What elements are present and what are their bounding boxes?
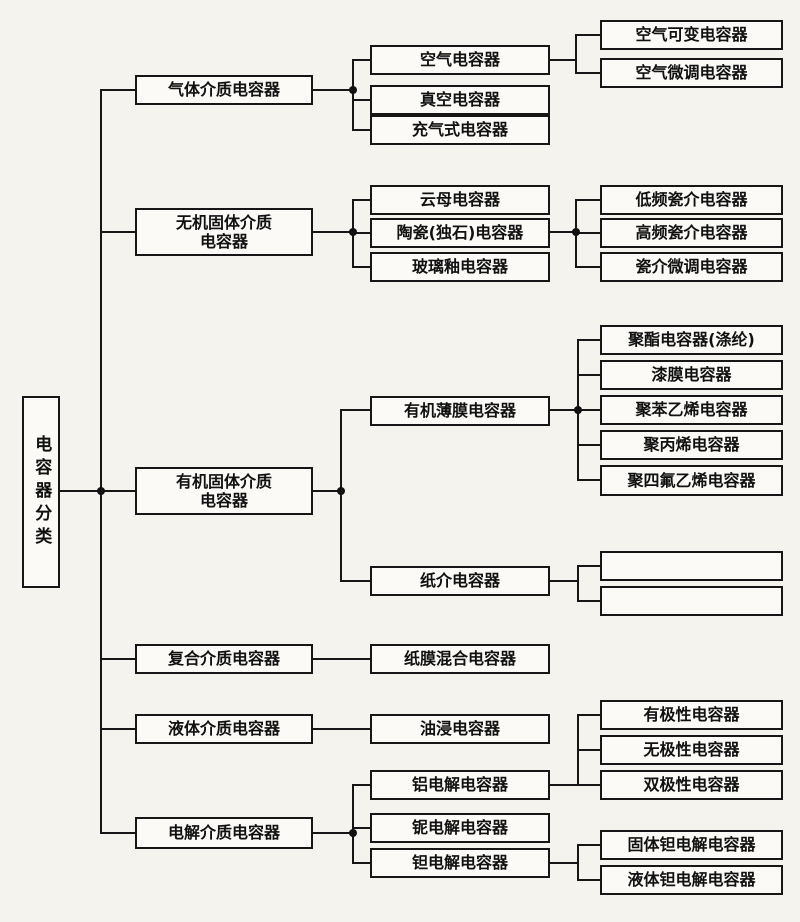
node-niobium-electrolytic-capacitor: 铌电解电容器 xyxy=(370,813,550,843)
node-air-variable-capacitor: 空气可变电容器 xyxy=(600,20,783,50)
node-air-capacitor: 空气电容器 xyxy=(370,45,550,75)
node-electrolytic-dielectric: 电解介质电容器 xyxy=(135,817,313,849)
node-organic-film-capacitor: 有机薄膜电容器 xyxy=(370,396,550,426)
node-ceramic-monolithic-capacitor: 陶瓷(独石)电容器 xyxy=(370,218,550,248)
connector-to-lacquer-film xyxy=(577,374,600,376)
connector-to-air-variable xyxy=(575,34,600,36)
connector-to-air xyxy=(352,59,370,61)
connector-to-solid-tantalum xyxy=(577,844,600,846)
connector-to-mica xyxy=(352,199,370,201)
node-lacquer-film-capacitor: 漆膜电容器 xyxy=(600,360,783,390)
connector-to-ceramic xyxy=(352,232,370,234)
connector-to-polar xyxy=(577,714,600,716)
connector-air-trunk xyxy=(575,34,577,74)
connector-to-electrolytic xyxy=(100,832,135,834)
node-polyester-capacitor: 聚酯电容器(涤纶) xyxy=(600,325,783,355)
connector-to-ceramic-trimmer xyxy=(575,266,600,268)
node-tantalum-electrolytic-capacitor: 钽电解电容器 xyxy=(370,848,550,878)
connector-ceramic-stub xyxy=(550,231,575,233)
connector-to-liquid-impregnated xyxy=(577,600,600,602)
connector-organic-stub xyxy=(313,490,340,492)
node-vacuum-capacitor: 真空电容器 xyxy=(370,85,550,115)
junction-dot-ceramic-l4 xyxy=(572,228,580,236)
junction-dot-root xyxy=(97,487,105,495)
connector-to-glass-glaze xyxy=(352,266,370,268)
node-inorganic-solid-dielectric: 无机固体介质 电容器 xyxy=(135,208,313,256)
junction-dot-inorganic xyxy=(349,228,357,236)
node-gas-filled-capacitor: 充气式电容器 xyxy=(370,115,550,145)
node-polypropylene-capacitor: 聚丙烯电容器 xyxy=(600,430,783,460)
connector-tantalum-stub xyxy=(550,862,577,864)
node-aluminum-electrolytic-capacitor: 铝电解电容器 xyxy=(370,770,550,800)
junction-dot-organic xyxy=(337,487,345,495)
connector-to-ptfe xyxy=(577,479,600,481)
connector-to-high-freq xyxy=(575,232,600,234)
connector-to-liquid-tantalum xyxy=(577,879,600,881)
connector-to-gas xyxy=(100,89,135,91)
node-oil-immersed-capacitor: 油浸电容器 xyxy=(370,714,550,744)
connector-to-oil-immersed xyxy=(313,728,370,730)
connector-to-low-freq xyxy=(575,199,600,201)
connector-root-trunk xyxy=(100,89,102,834)
node-low-freq-ceramic-capacitor: 低频瓷介电容器 xyxy=(600,185,783,215)
node-ptfe-capacitor: 聚四氟乙烯电容器 xyxy=(600,465,783,496)
connector-organic-trunk xyxy=(340,410,342,582)
connector-to-solid-impregnated xyxy=(577,565,600,567)
connector-to-inorganic xyxy=(100,231,135,233)
node-paper-film-mix-capacitor: 纸膜混合电容器 xyxy=(370,644,550,674)
node-gas-dielectric: 气体介质电容器 xyxy=(135,75,313,105)
connector-paper-stub xyxy=(550,580,577,582)
connector-to-polyester xyxy=(577,339,600,341)
connector-to-polystyrene xyxy=(577,409,600,411)
connector-to-organic-film xyxy=(340,409,370,411)
connector-to-niobium xyxy=(352,827,370,829)
node-glass-glaze-capacitor: 玻璃釉电容器 xyxy=(370,252,550,282)
connector-to-vacuum xyxy=(352,99,370,101)
junction-dot-gas xyxy=(349,86,357,94)
junction-dot-electrolytic xyxy=(349,829,357,837)
connector-paper-trunk xyxy=(577,565,579,602)
connector-to-gas-filled xyxy=(352,129,370,131)
connector-to-composite xyxy=(100,658,135,660)
connector-to-bipolar xyxy=(577,784,600,786)
connector-to-paper xyxy=(340,580,370,582)
node-polar-capacitor: 有极性电容器 xyxy=(600,700,783,730)
node-mica-capacitor: 云母电容器 xyxy=(370,185,550,215)
connector-to-nonpolar xyxy=(577,749,600,751)
connector-to-tantalum xyxy=(352,862,370,864)
node-paper-capacitor: 纸介电容器 xyxy=(370,566,550,596)
connector-to-polypropylene xyxy=(577,444,600,446)
connector-inorganic-stub xyxy=(313,231,352,233)
node-root-capacitor-classification: 电容器分类 xyxy=(22,396,60,588)
junction-dot-film-l4 xyxy=(574,406,582,414)
node-liquid-impregnated-capacitor xyxy=(600,586,783,616)
connector-to-aluminum xyxy=(352,784,370,786)
connector-to-liquid xyxy=(100,728,135,730)
connector-aluminum-stub xyxy=(550,784,577,786)
node-solid-tantalum-capacitor: 固体钽电解电容器 xyxy=(600,830,783,860)
node-ceramic-trimmer-capacitor: 瓷介微调电容器 xyxy=(600,252,783,282)
node-liquid-tantalum-capacitor: 液体钽电解电容器 xyxy=(600,865,783,895)
node-polystyrene-capacitor: 聚苯乙烯电容器 xyxy=(600,395,783,425)
node-high-freq-ceramic-capacitor: 高频瓷介电容器 xyxy=(600,218,783,248)
connector-tantalum-trunk xyxy=(577,844,579,881)
connector-film-stub xyxy=(550,409,577,411)
node-air-trimmer-capacitor: 空气微调电容器 xyxy=(600,58,783,88)
node-organic-solid-dielectric: 有机固体介质 电容器 xyxy=(135,467,313,515)
connector-air-stub xyxy=(550,59,575,61)
connector-to-paper-film-mix xyxy=(313,658,370,660)
connector-electrolytic-stub xyxy=(313,832,352,834)
node-liquid-dielectric: 液体介质电容器 xyxy=(135,714,313,744)
connector-to-air-trimmer xyxy=(575,72,600,74)
node-nonpolar-capacitor: 无极性电容器 xyxy=(600,735,783,765)
connector-gas-stub xyxy=(313,89,352,91)
connector-gas-trunk xyxy=(352,59,354,131)
node-composite-dielectric: 复合介质电容器 xyxy=(135,644,313,674)
connector-electrolytic-trunk xyxy=(352,784,354,864)
node-solid-impregnated-capacitor xyxy=(600,551,783,581)
node-bipolar-capacitor: 双极性电容器 xyxy=(600,770,783,800)
